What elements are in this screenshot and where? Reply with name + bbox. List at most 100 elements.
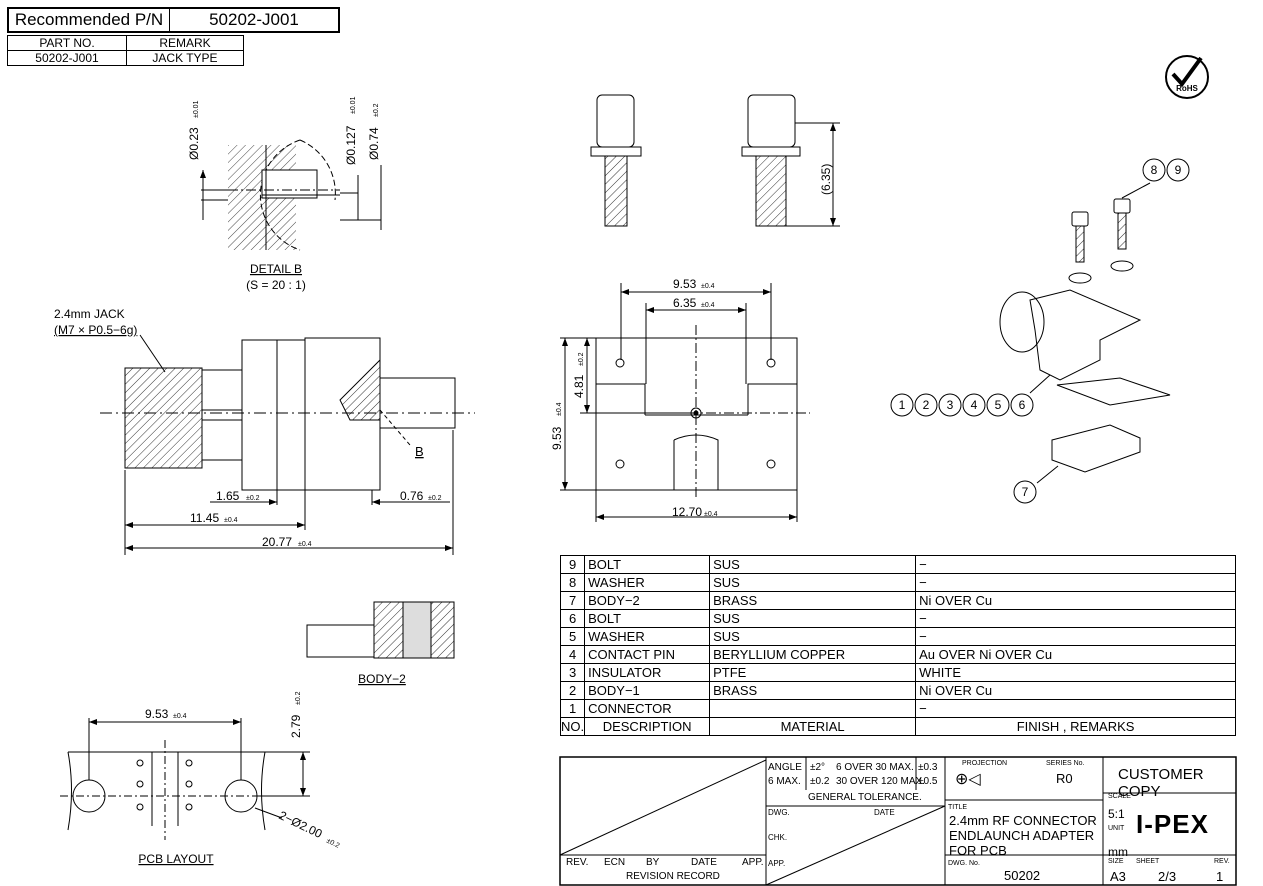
recommended-pn-box: Recommended P/N 50202-J001 (7, 7, 340, 33)
description-cell: BODY−1 (584, 681, 711, 700)
description-cell: WASHER (584, 573, 711, 592)
pcb-title: PCB LAYOUT (138, 852, 214, 866)
part-no-cell: 3 (559, 663, 586, 682)
front-dim-635: 6.35 (673, 296, 697, 310)
detail-b-dim-0127: Ø0.127 (344, 125, 358, 165)
six-max-tol: ±0.2 (810, 776, 830, 787)
customer-copy-label: CUSTOMER COPY (1118, 766, 1204, 800)
dwg-no-value: 50202 (1004, 868, 1041, 883)
unit-label: UNIT (1108, 825, 1125, 832)
size-value: A3 (1110, 869, 1126, 884)
bolt-dim: (6.35) (819, 164, 833, 195)
balloons (890, 158, 1190, 504)
material-cell: SUS (709, 573, 917, 592)
detail-b-dim-023: Ø0.23 (187, 127, 201, 160)
general-tolerance-label: GENERAL TOLERANCE. (808, 792, 922, 803)
ecn-label: ECN (604, 857, 626, 868)
callout-b: B (415, 444, 424, 459)
material-cell: SUS (709, 555, 917, 574)
size-label: SIZE (1108, 858, 1124, 865)
parts-header-cell: DESCRIPTION (584, 717, 711, 736)
front-tol-481: ±0.2 (578, 352, 585, 366)
detail-b-tol-0127: ±0.01 (350, 96, 357, 114)
pcb-tol-953: ±0.4 (173, 713, 187, 720)
description-cell: BOLT (584, 555, 711, 574)
scale-value: 5:1 (1108, 807, 1125, 821)
over120-tol: ±0.5 (918, 776, 938, 787)
material-cell: SUS (709, 609, 917, 628)
finish-cell: Au OVER Ni OVER Cu (915, 645, 1236, 664)
detail-b-dim-074: Ø0.74 (367, 127, 381, 160)
description-cell: INSULATOR (584, 663, 711, 682)
pcb-dim-953: 9.53 (145, 707, 169, 721)
six-max-label: 6 MAX. (768, 776, 801, 787)
app2-label: APP. (768, 859, 786, 868)
rev-value: 1 (1216, 869, 1224, 884)
ipex-logo: I-PEX (1136, 809, 1209, 839)
detail-b-scale: (S = 20 : 1) (246, 278, 306, 292)
detail-b-tol-023: ±0.01 (193, 100, 200, 118)
body2-view (306, 601, 455, 659)
jack-label-2: (M7 × P0.5−6g) (54, 323, 137, 337)
detail-b-tol-074: ±0.2 (373, 103, 380, 117)
part-no-cell: 7 (559, 591, 586, 610)
over30-label: 6 OVER 30 MAX. (836, 762, 914, 773)
projection-label: PROJECTION (962, 760, 1008, 767)
material-cell: SUS (709, 627, 917, 646)
finish-cell: Ni OVER Cu (915, 681, 1236, 700)
pcb-tol-279: ±0.2 (295, 691, 302, 705)
finish-cell: − (915, 627, 1236, 646)
rev-value-label: REV. (1214, 858, 1230, 865)
date2-label: DATE (874, 808, 895, 817)
app-label: APP. (742, 857, 764, 868)
front-dim-481: 4.81 (572, 374, 586, 398)
rohs-icon: RoHS (1165, 55, 1209, 99)
rev-label: REV. (566, 857, 589, 868)
material-cell (709, 699, 917, 718)
dim-165: 1.65 (216, 489, 240, 503)
balloon-8: 8 (1151, 163, 1158, 177)
recommended-pn-label: Recommended P/N (9, 9, 170, 31)
title-line-3: FOR PCB (949, 843, 1007, 858)
chk-label: CHK. (768, 833, 788, 842)
finish-cell: − (915, 609, 1236, 628)
material-cell: PTFE (709, 663, 917, 682)
angle-tol: ±2° (810, 762, 826, 773)
company-block: CUSTOMER COPY SCALE 5:1 UNIT mm I-PEX SI… (1106, 759, 1236, 885)
side-view (100, 334, 475, 555)
rohs-label: RoHS (1176, 84, 1198, 93)
balloon-6: 6 (1019, 398, 1026, 412)
exploded-view (999, 182, 1171, 484)
dim-076: 0.76 (400, 489, 424, 503)
recommended-pn-value: 50202-J001 (209, 10, 299, 29)
remark-header: REMARK (126, 35, 244, 51)
material-cell: BRASS (709, 681, 917, 700)
front-view (560, 283, 810, 522)
body2-label: BODY−2 (358, 672, 406, 686)
by-label: BY (646, 857, 660, 868)
front-tol-1270: ±0.4 (704, 511, 718, 518)
part-no-header: PART NO. (7, 35, 127, 51)
angle-label: ANGLE (768, 762, 802, 773)
date-label: DATE (691, 857, 717, 868)
front-dim-953-top: 9.53 (673, 277, 697, 291)
over30-tol: ±0.3 (918, 762, 938, 773)
part-no-cell: 4 (559, 645, 586, 664)
part-no-cell: 1 (559, 699, 586, 718)
title-info-block: PROJECTION ⊕◁ SERIES No. R0 TITLE 2.4mm … (948, 759, 1103, 885)
finish-cell: − (915, 699, 1236, 718)
finish-cell: − (915, 555, 1236, 574)
detail-b-view (200, 139, 382, 251)
front-tol-635: ±0.4 (701, 302, 715, 309)
part-no-cell: 2 (559, 681, 586, 700)
pcb-layout (60, 718, 310, 840)
finish-cell: Ni OVER Cu (915, 591, 1236, 610)
